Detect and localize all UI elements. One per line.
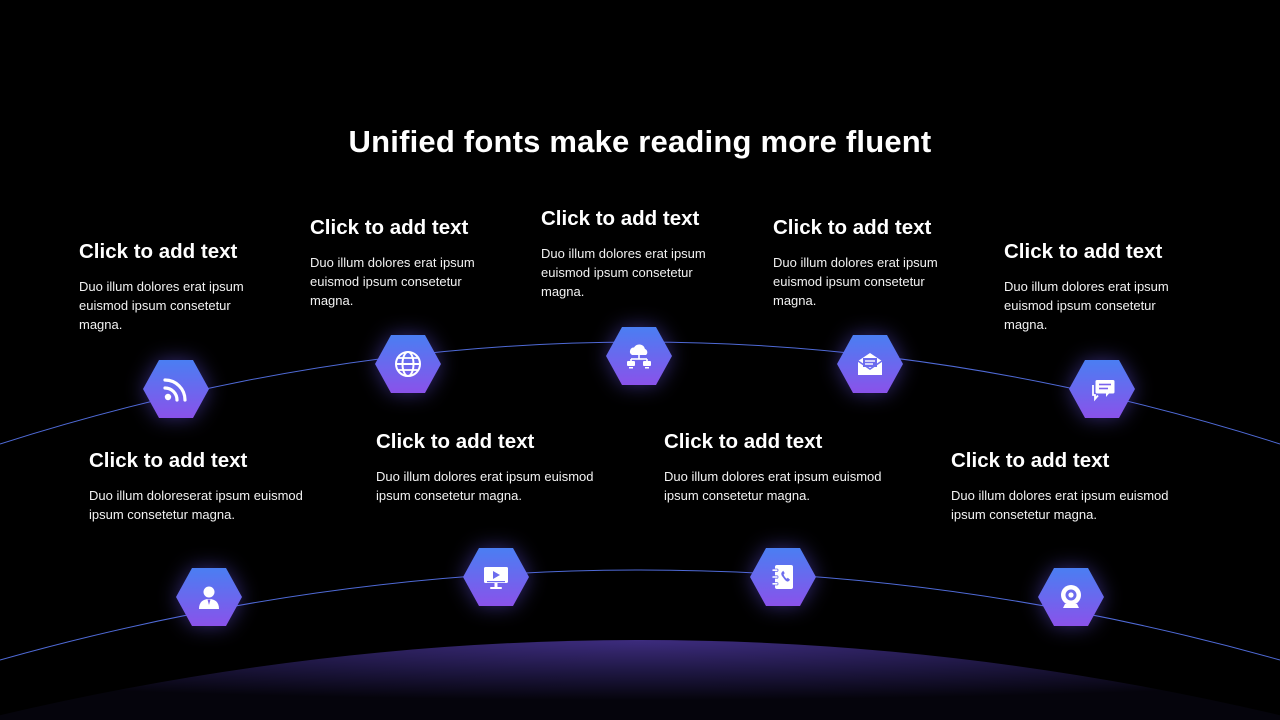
envelope-icon xyxy=(857,353,883,375)
user-icon xyxy=(199,586,219,609)
block-heading[interactable]: Click to add text xyxy=(1004,240,1163,263)
hex-badge-cloud-network xyxy=(605,326,673,386)
block-heading[interactable]: Click to add text xyxy=(773,216,932,239)
bottom-block-3: Click to add text Duo illum dolores erat… xyxy=(664,429,904,505)
top-block-4: Click to add text Duo illum dolores erat… xyxy=(773,215,963,310)
block-heading[interactable]: Click to add text xyxy=(541,207,700,230)
hex-badge-video-monitor xyxy=(462,547,530,607)
planet-glow xyxy=(0,640,1280,720)
top-block-5: Click to add text Duo illum dolores erat… xyxy=(1004,239,1194,334)
block-body[interactable]: Duo illum dolores erat ipsum euismod ips… xyxy=(1004,279,1169,332)
cloud-network-icon xyxy=(627,344,651,369)
bottom-block-2: Click to add text Duo illum dolores erat… xyxy=(376,429,616,505)
block-heading[interactable]: Click to add text xyxy=(79,240,238,263)
block-heading[interactable]: Click to add text xyxy=(664,430,823,453)
block-heading[interactable]: Click to add text xyxy=(376,430,535,453)
webcam-icon xyxy=(1061,585,1081,608)
hex-badge-rss xyxy=(142,359,210,419)
block-body[interactable]: Duo illum dolores erat ipsum euismod ips… xyxy=(79,279,244,332)
block-heading[interactable]: Click to add text xyxy=(951,449,1110,472)
top-block-3: Click to add text Duo illum dolores erat… xyxy=(541,206,731,301)
block-heading[interactable]: Click to add text xyxy=(89,449,248,472)
bottom-block-4: Click to add text Duo illum dolores erat… xyxy=(951,448,1191,524)
hex-badge-envelope xyxy=(836,334,904,394)
hex-badge-webcam xyxy=(1037,567,1105,627)
block-body[interactable]: Duo illum dolores erat ipsum euismod ips… xyxy=(664,469,882,503)
top-block-2: Click to add text Duo illum dolores erat… xyxy=(310,215,500,310)
block-body[interactable]: Duo illum dolores erat ipsum euismod ips… xyxy=(951,488,1169,522)
block-body[interactable]: Duo illum doloreserat ipsum euismod ipsu… xyxy=(89,488,303,522)
phone-book-icon xyxy=(771,565,793,589)
top-block-1: Click to add text Duo illum dolores erat… xyxy=(79,239,269,334)
block-body[interactable]: Duo illum dolores erat ipsum euismod ips… xyxy=(773,255,938,308)
bottom-block-1: Click to add text Duo illum doloreserat … xyxy=(89,448,329,524)
rss-icon xyxy=(163,378,187,402)
hex-badge-chat xyxy=(1068,359,1136,419)
block-body[interactable]: Duo illum dolores erat ipsum euismod ips… xyxy=(541,246,706,299)
hex-badge-globe xyxy=(374,334,442,394)
chat-icon xyxy=(1092,380,1115,402)
page-title[interactable]: Unified fonts make reading more fluent xyxy=(348,124,932,159)
block-body[interactable]: Duo illum dolores erat ipsum euismod ips… xyxy=(376,469,594,503)
globe-icon xyxy=(395,351,421,377)
hex-badge-user xyxy=(175,567,243,627)
hex-badge-phone-book xyxy=(749,547,817,607)
block-body[interactable]: Duo illum dolores erat ipsum euismod ips… xyxy=(310,255,475,308)
block-heading[interactable]: Click to add text xyxy=(310,216,469,239)
video-monitor-icon xyxy=(484,567,508,589)
